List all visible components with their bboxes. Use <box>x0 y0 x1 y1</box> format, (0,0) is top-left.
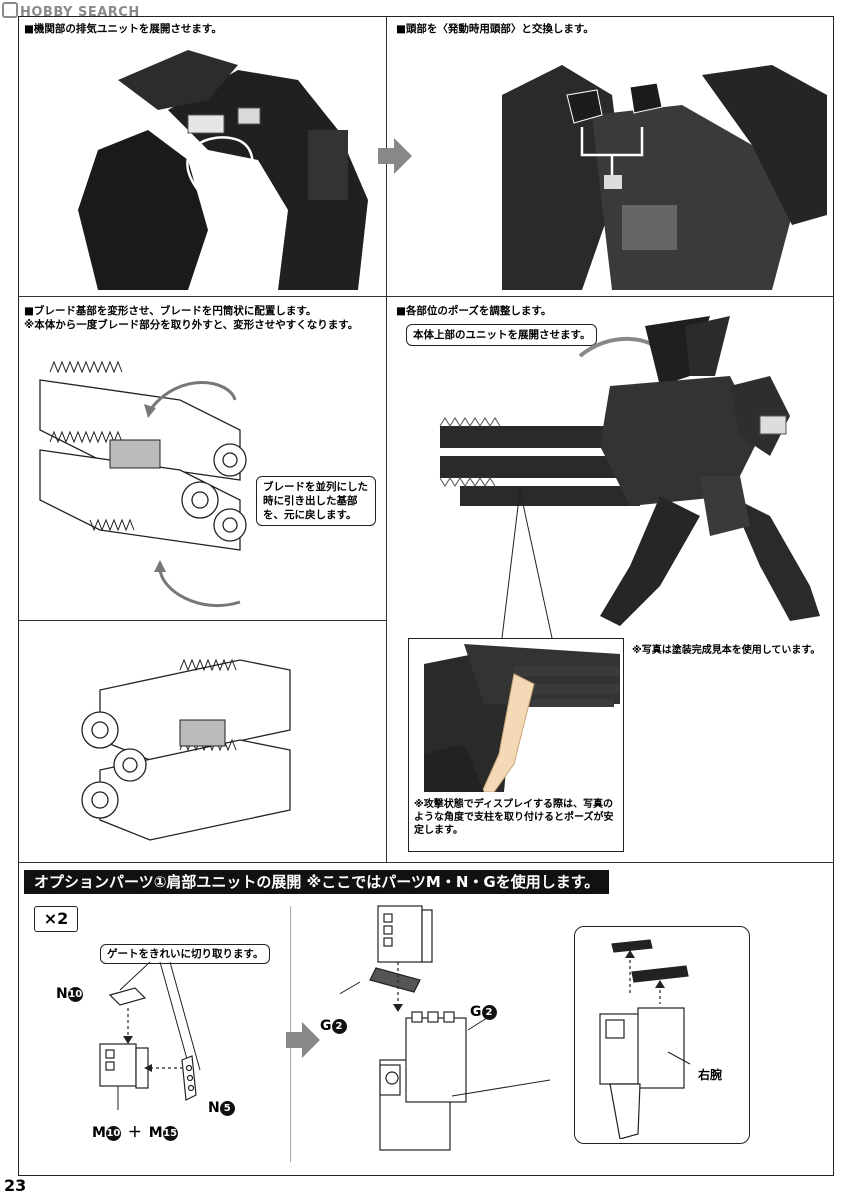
page-number: 23 <box>4 1176 27 1195</box>
watermark-logo-icon <box>2 2 18 18</box>
option-banner: オプションパーツ①肩部ユニットの展開 ※ここではパーツM・N・Gを使用します。 <box>24 870 610 894</box>
step2-caption: ■頭部を〈発動時用頭部〉と交換します。 <box>396 23 594 35</box>
step3-caption-line1: ■ブレード基部を変形させ、ブレードを円筒状に配置します。 <box>24 305 317 317</box>
step4-inset-box <box>408 638 624 852</box>
step3-blade-diagram-upper <box>30 340 260 610</box>
part-n5-number: 5 <box>219 1100 235 1116</box>
step4-caption: ■各部位のポーズを調整します。 <box>396 305 552 317</box>
part-g2-right-number: 2 <box>481 1004 497 1020</box>
step4-photo <box>430 316 830 636</box>
detail-inset-box <box>574 926 750 1144</box>
step1-photo <box>38 40 380 290</box>
part-n10-number: 10 <box>67 986 83 1002</box>
part-g2-left-number: 2 <box>331 1018 347 1034</box>
part-m10-m15-label: M10 ＋ M15 <box>92 1125 178 1141</box>
divider-step3 <box>18 620 386 621</box>
divider-row2 <box>18 862 834 863</box>
part-n10-label: N10 <box>56 986 83 1002</box>
page-frame <box>18 16 834 1176</box>
divider-col-mid <box>386 296 387 862</box>
right-arm-label: 右腕 <box>698 1068 723 1082</box>
step4-callout: 本体上部のユニットを展開させます。 <box>406 324 598 346</box>
gate-note-callout: ゲートをきれいに切り取ります。 <box>100 944 271 964</box>
step-arrow-icon <box>378 138 412 174</box>
shoulder-assembly-diagram <box>99 961 201 1110</box>
shoulder-unit-detail <box>599 939 691 1139</box>
step3-caption-line2: ※本体から一度ブレード部分を取り外すと、変形させやすくなります。 <box>24 319 359 331</box>
step3-callout: ブレードを並列にした時に引き出した基部を、元に戻します。 <box>256 476 376 526</box>
part-m10-number: 10 <box>105 1125 121 1141</box>
step4-inset-photo <box>424 644 620 792</box>
step1-caption: ■機関部の排気ユニットを展開させます。 <box>24 23 222 35</box>
option-step-arrow-icon <box>286 1022 320 1058</box>
step3-blade-diagram-lower <box>70 630 310 850</box>
step4-photo-note: ※写真は塗装完成見本を使用しています。 <box>632 645 821 656</box>
step4-inset-note: ※攻撃状態でディスプレイする際は、写真のような角度で支柱を取り付けるとポーズが安… <box>414 799 614 836</box>
step4-inset-pointer <box>501 490 553 639</box>
divider-row1 <box>18 296 834 297</box>
multiplier-box: ×2 <box>34 906 78 932</box>
shoulder-unit-assembly <box>340 905 551 1151</box>
part-m15-number: 15 <box>162 1125 178 1141</box>
step2-photo <box>502 55 827 290</box>
